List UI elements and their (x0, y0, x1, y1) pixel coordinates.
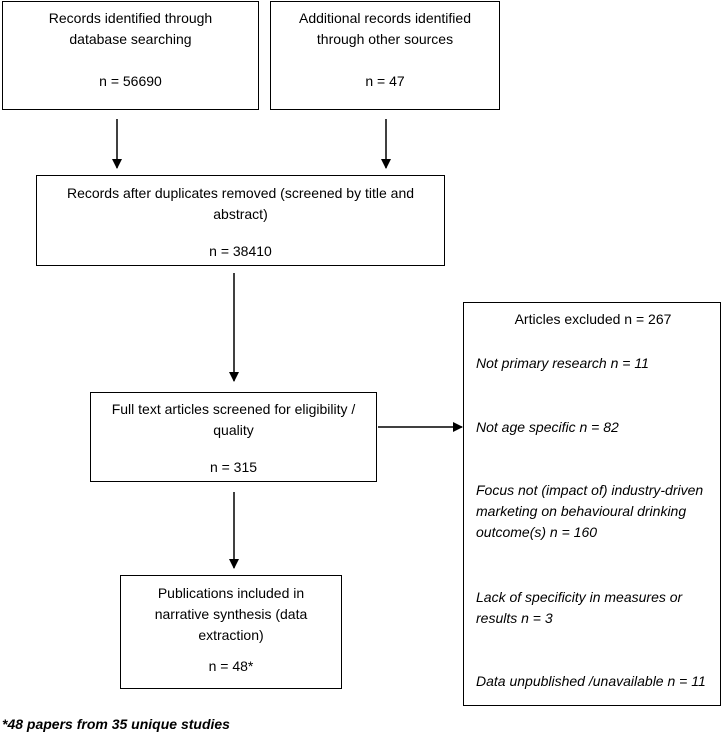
excluded-item: Data unpublished /unavailable n = 11 (476, 673, 706, 689)
duplicates-count: n = 38410 (209, 243, 272, 259)
included-line2: narrative synthesis (data (154, 606, 308, 622)
records-other-line2: through other sources (316, 31, 454, 47)
publications-included-box: Publications included in narrative synth… (120, 575, 342, 689)
records-database-box: Records identified through database sear… (2, 1, 259, 110)
included-line1: Publications included in (157, 585, 305, 601)
footnote: *48 papers from 35 unique studies (2, 716, 230, 732)
excluded-item: Not primary research n = 11 (476, 355, 649, 371)
excluded-title: Articles excluded n = 267 (514, 311, 672, 327)
duplicates-removed-box: Records after duplicates removed (screen… (36, 175, 445, 266)
records-database-count: n = 56690 (99, 73, 162, 89)
duplicates-line1: Records after duplicates removed (screen… (66, 185, 415, 201)
records-database-line1: Records identified through (48, 10, 213, 26)
records-other-box: Additional records identified through ot… (270, 1, 500, 110)
records-other-count: n = 47 (365, 73, 405, 89)
records-other-line1: Additional records identified (299, 10, 471, 26)
fulltext-count: n = 315 (209, 459, 258, 475)
fulltext-line2: quality (213, 422, 254, 438)
fulltext-line1: Full text articles screened for eligibil… (111, 401, 356, 417)
excluded-item: Focus not (impact of) industry-driven ma… (476, 482, 704, 540)
records-database-line2: database searching (69, 31, 192, 47)
excluded-item: Not age specific n = 82 (476, 419, 619, 435)
articles-excluded-box: Articles excluded n = 267 Not primary re… (463, 302, 721, 706)
excluded-item: Lack of specificity in measures or resul… (476, 589, 683, 626)
included-line3: extraction) (198, 627, 264, 643)
duplicates-line2: abstract) (213, 206, 268, 222)
fulltext-screened-box: Full text articles screened for eligibil… (90, 392, 377, 482)
included-count: n = 48* (208, 658, 254, 674)
